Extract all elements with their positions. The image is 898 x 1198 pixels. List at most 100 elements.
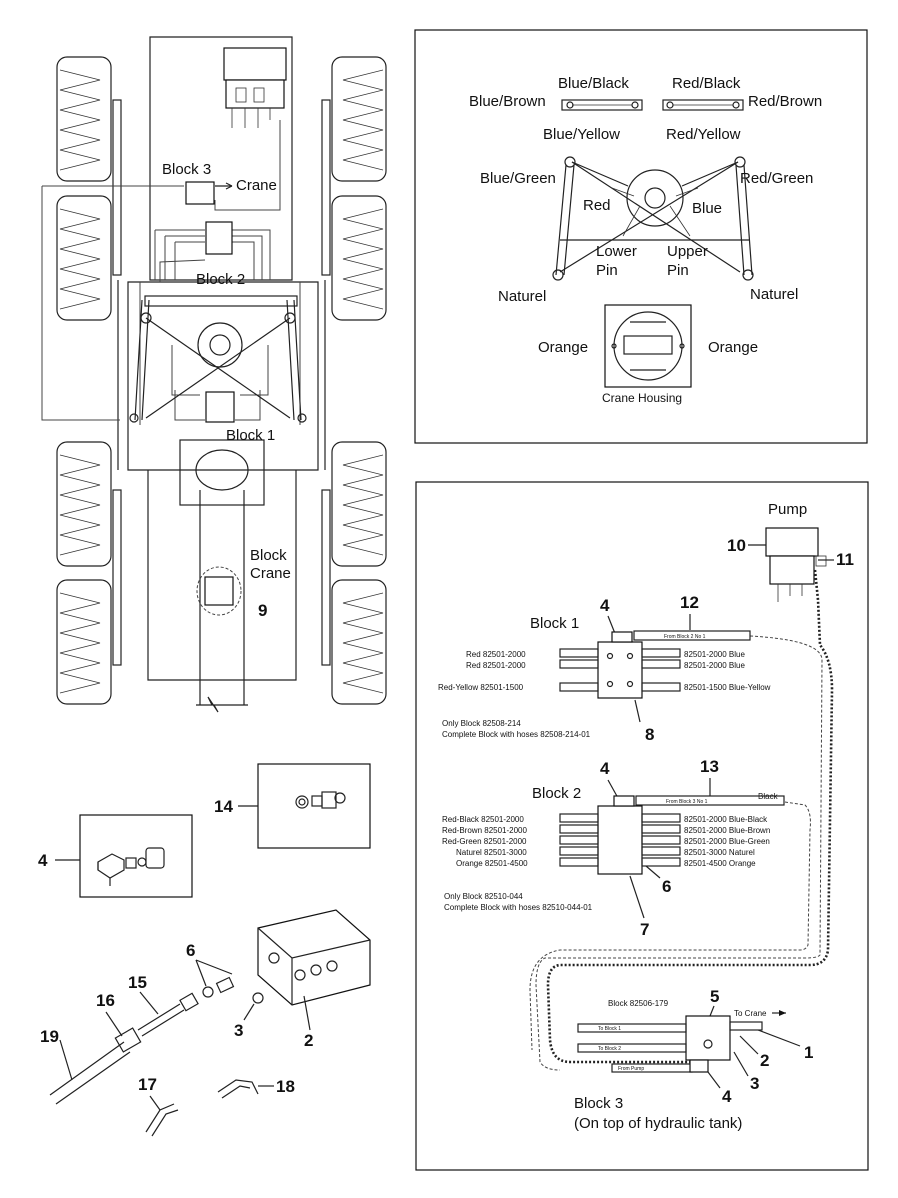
callout-5: 5 [710, 987, 719, 1006]
fitting-icon [613, 795, 635, 807]
b2-left-3: Naturel 82501-3000 [456, 848, 527, 857]
callout-8: 8 [645, 725, 654, 744]
label-blue-green: Blue/Green [480, 170, 556, 187]
block2-label: Block 2 [196, 271, 245, 288]
block2-title: Block 2 [532, 785, 581, 802]
callout-6: 6 [662, 877, 671, 896]
callout-12: 12 [680, 593, 699, 612]
valve-block-icon [597, 805, 643, 875]
hose-icon [559, 630, 751, 692]
callout-2: 2 [760, 1051, 769, 1070]
callout-4a: 4 [600, 596, 610, 615]
b1-left-1: Red 82501-2000 [466, 661, 526, 670]
label-upper-pin-2: Pin [667, 262, 689, 279]
b2-left-4: Orange 82501-4500 [456, 859, 528, 868]
nut-icon [202, 976, 264, 1004]
label-red-black: Red/Black [672, 75, 741, 92]
b1-left-0: Red 82501-2000 [466, 650, 526, 659]
fitting-icon [295, 791, 346, 809]
fitting-icon [689, 1059, 709, 1073]
label-naturel-left: Naturel [498, 288, 546, 305]
to-crane-label: To Crane [734, 1009, 767, 1018]
block3-title: Block 3 [574, 1095, 623, 1112]
callout-6-parts: 6 [186, 941, 195, 960]
block-crane-label-line1: Block [250, 547, 287, 564]
label-lower-pin-1: Lower [596, 243, 637, 260]
callout-4c: 4 [722, 1087, 732, 1106]
block3-part: Block 82506-179 [608, 999, 669, 1008]
valve-block-icon [597, 641, 643, 699]
callout-3-parts: 3 [234, 1021, 243, 1040]
callout-19: 19 [40, 1027, 59, 1046]
label-red-yellow: Red/Yellow [666, 126, 741, 143]
callout-14: 14 [214, 797, 233, 816]
b2-right-2: 82501-2000 Blue-Green [684, 837, 770, 846]
callout-7: 7 [640, 920, 649, 939]
label-red-brown: Red/Brown [748, 93, 822, 110]
arrow-right-icon [779, 1010, 786, 1016]
b2-right-0: 82501-2000 Blue-Black [684, 815, 768, 824]
callout-17: 17 [138, 1075, 157, 1094]
label-orange-left: Orange [538, 339, 588, 356]
callout-18: 18 [276, 1077, 295, 1096]
callout-10: 10 [727, 536, 746, 555]
label-lower-pin-2: Pin [596, 262, 618, 279]
b2-only-block: Only Block 82510-044 [444, 892, 523, 901]
b3-hose-1: To Block 1 [598, 1026, 621, 1032]
label-blue-yellow: Blue/Yellow [543, 126, 620, 143]
label-orange-right: Orange [708, 339, 758, 356]
elbow-icon [145, 1079, 259, 1137]
tire-icon [56, 56, 387, 705]
block-crane-label-line2: Crane [250, 565, 291, 582]
callout-9: 9 [258, 601, 267, 620]
b2-left-0: Red-Black 82501-2000 [442, 815, 524, 824]
b2-left-1: Red-Brown 82501-2000 [442, 826, 527, 835]
valve-block-icon [685, 1015, 731, 1061]
callout-1: 1 [804, 1043, 813, 1062]
b3-hose-2: To Block 2 [598, 1046, 621, 1052]
b2-hose-label: From Block 3 No 1 [666, 799, 708, 805]
block1-title: Block 1 [530, 615, 579, 632]
hose-icon [49, 992, 199, 1105]
block3-label: Block 3 [162, 161, 211, 178]
b2-complete-block: Complete Block with hoses 82510-044-01 [444, 903, 593, 912]
b2-right-3: 82501-3000 Naturel [684, 848, 755, 857]
callout-15: 15 [128, 973, 147, 992]
label-blue-black: Blue/Black [558, 75, 629, 92]
callout-4: 4 [38, 851, 48, 870]
machine-top-view: Block 3 Crane Block 2 Block 1 Block Cran… [41, 36, 387, 713]
b1-right-1: 82501-2000 Blue [684, 661, 745, 670]
b2-right-1: 82501-2000 Blue-Brown [684, 826, 770, 835]
color-code-panel: Blue/Black Red/Black Blue/Brown Red/Brow… [414, 29, 868, 444]
label-red: Red [583, 197, 611, 214]
label-blue: Blue [692, 200, 722, 217]
b2-left-2: Red-Green 82501-2000 [442, 837, 527, 846]
label-red-green: Red/Green [740, 170, 813, 187]
b3-hose-3: From Pump [618, 1066, 644, 1072]
callout-3: 3 [750, 1074, 759, 1093]
hose-icon [559, 795, 785, 867]
b1-only-block: Only Block 82508-214 [442, 719, 521, 728]
crane-arrow-label: Crane [236, 177, 277, 194]
elbow-icon [97, 847, 165, 886]
callout-4b: 4 [600, 759, 610, 778]
pump-label: Pump [768, 501, 807, 518]
label-blue-brown: Blue/Brown [469, 93, 546, 110]
callout-13: 13 [700, 757, 719, 776]
callout-11: 11 [836, 550, 854, 569]
pump-icon [223, 47, 287, 128]
valve-block-icon [257, 909, 371, 1006]
label-naturel-right: Naturel [750, 286, 798, 303]
hose-diagram-panel: Pump 10 11 Block 1 4 12 [415, 481, 869, 1171]
valve-block-icon [185, 181, 235, 606]
label-crane-housing: Crane Housing [602, 391, 682, 405]
cylinder-icon [552, 156, 754, 281]
b1-right-0: 82501-2000 Blue [684, 650, 745, 659]
b1-complete-block: Complete Block with hoses 82508-214-01 [442, 730, 591, 739]
fitting-icon [611, 631, 633, 643]
label-upper-pin-1: Upper [667, 243, 708, 260]
callout-16: 16 [96, 991, 115, 1010]
b1-hose-label: From Block 2 No 1 [664, 634, 706, 640]
pump-icon [765, 527, 827, 602]
